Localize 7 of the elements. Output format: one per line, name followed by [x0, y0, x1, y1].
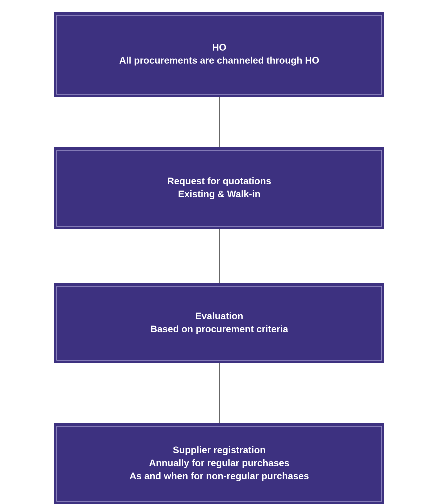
process-box: Evaluation Based on procurement criteria — [54, 284, 384, 364]
connector-line — [219, 363, 220, 424]
connector-line — [219, 229, 220, 284]
connector-line — [219, 97, 220, 148]
process-box: Supplier registration Annually for regular purchases As and when for non-regular purchases — [54, 424, 384, 504]
process-box: Request for quotations Existing & Walk-in — [54, 148, 384, 230]
process-box: HO All procurements are channeled through HO — [54, 12, 384, 98]
